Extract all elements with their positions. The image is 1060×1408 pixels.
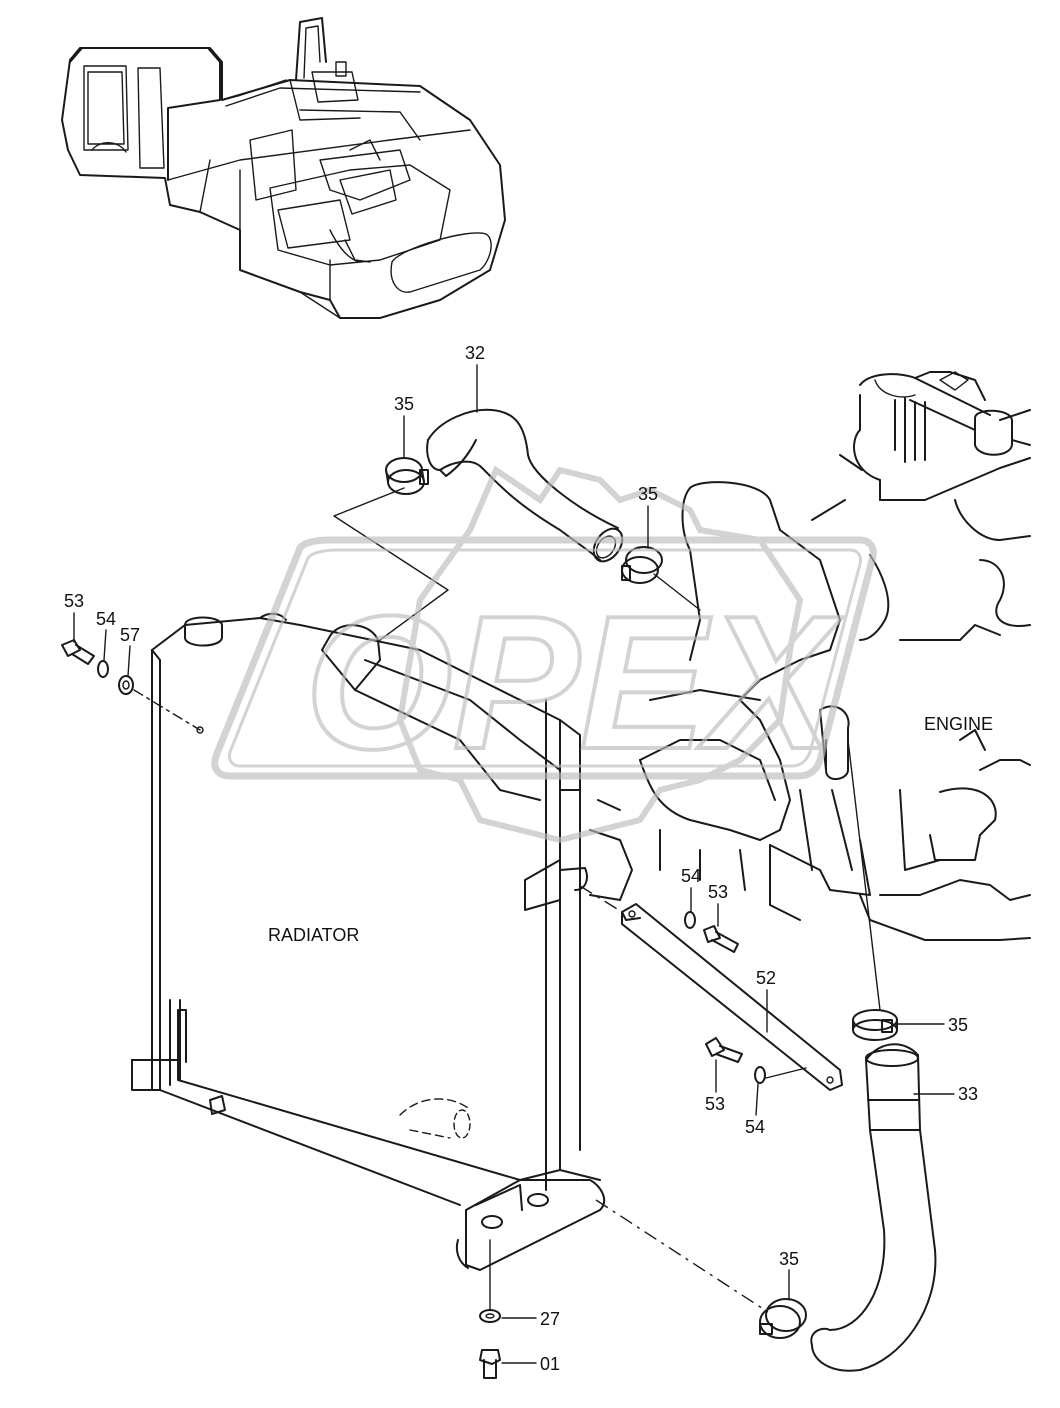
- callout-01: 01: [501, 1354, 560, 1374]
- callout-57: 57: [120, 625, 140, 677]
- radiator-illustration: [131, 612, 633, 1271]
- callout-54-lower: 54: [745, 1083, 765, 1137]
- bolt-01-bottom: [479, 1349, 501, 1379]
- callout-35-upper-left: 35: [394, 394, 414, 459]
- callout-53-left: 53: [64, 591, 84, 643]
- part-number-32: 32: [465, 343, 485, 363]
- part-number-52: 52: [756, 968, 776, 988]
- callout-27: 27: [501, 1309, 560, 1329]
- clamp-35-upper-middle: [621, 546, 663, 584]
- part-number-54: 54: [96, 609, 116, 629]
- clamp-35-lower: [759, 1298, 807, 1339]
- part-number-01: 01: [540, 1354, 560, 1374]
- clamp-guide-line-2: [653, 573, 701, 611]
- callout-33: 33: [913, 1084, 978, 1104]
- excavator-overview-illustration: [61, 17, 506, 319]
- intake-piping-illustration: [639, 481, 881, 1011]
- part-number-57: 57: [120, 625, 140, 645]
- opex-watermark: OPEX: [211, 465, 877, 844]
- part-number-35: 35: [948, 1015, 968, 1035]
- bolt-53-lower: [705, 1037, 743, 1063]
- part-number-54: 54: [745, 1117, 765, 1137]
- callout-54-middle: 54: [681, 866, 701, 913]
- part-number-53: 53: [64, 591, 84, 611]
- callout-53-middle: 53: [708, 882, 728, 927]
- callout-53-lower: 53: [705, 1059, 725, 1114]
- washer-54-middle: [684, 911, 696, 929]
- bolt-53-middle: [703, 925, 739, 953]
- watermark-text: OPEX: [305, 577, 843, 789]
- part-number-33: 33: [958, 1084, 978, 1104]
- clamp-lower-guide-line: [595, 1199, 769, 1313]
- part-number-27: 27: [540, 1309, 560, 1329]
- callout-52: 52: [756, 968, 776, 1033]
- engine-label: ENGINE: [924, 714, 993, 734]
- radiator-label: RADIATOR: [268, 925, 359, 945]
- washer-54-lower: [754, 1066, 766, 1084]
- part-number-53: 53: [708, 882, 728, 902]
- lower-hose-33: [810, 1043, 937, 1372]
- bolt-53-left: [61, 639, 95, 665]
- washer-27-bottom: [479, 1309, 501, 1323]
- part-number-35: 35: [779, 1249, 799, 1269]
- part-number-35: 35: [638, 484, 658, 504]
- callout-35-right: 35: [897, 1015, 968, 1035]
- engine-illustration: [769, 371, 1031, 941]
- washer-54-left: [97, 660, 109, 678]
- part-number-35: 35: [394, 394, 414, 414]
- clamp-35-right: [852, 1009, 898, 1041]
- callout-35-lower: 35: [779, 1249, 799, 1301]
- stay-bracket-52: [579, 885, 843, 1091]
- callout-35-upper-middle: 35: [638, 484, 658, 549]
- part-number-54: 54: [681, 866, 701, 886]
- callout-54-left: 54: [96, 609, 116, 661]
- part-number-53: 53: [705, 1094, 725, 1114]
- callout-32: 32: [465, 343, 485, 413]
- washer-54-lower-leader: [765, 1067, 807, 1079]
- washer-57-left: [118, 675, 134, 695]
- clamp-35-upper-left: [385, 457, 429, 495]
